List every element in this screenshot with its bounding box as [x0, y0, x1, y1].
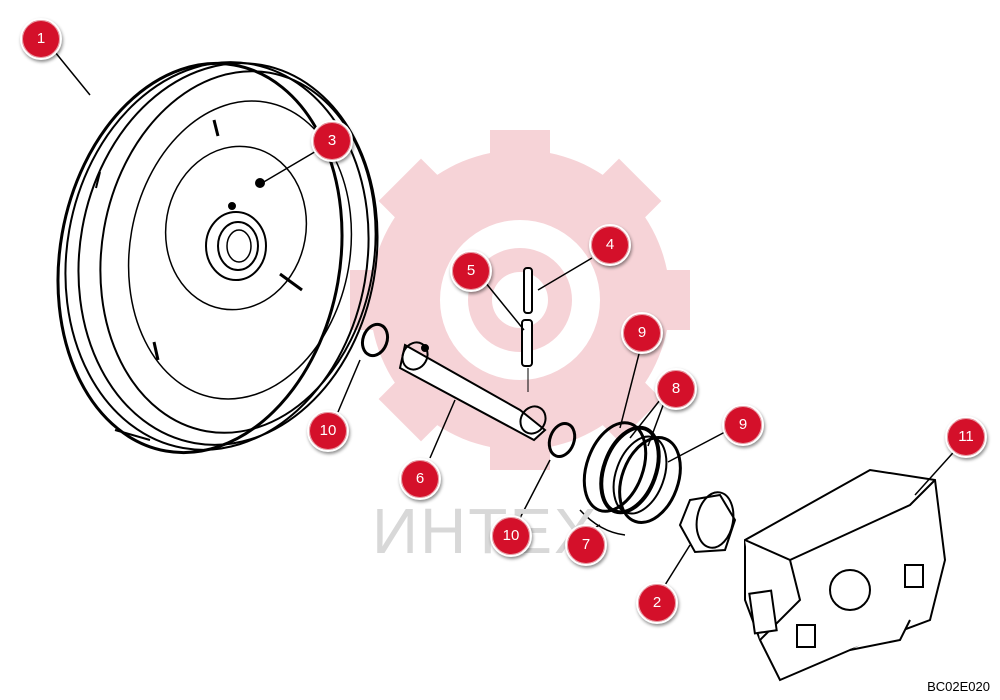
- callout-5: 5: [450, 250, 492, 292]
- bushing: [678, 491, 737, 554]
- callout-10-left: 10: [307, 410, 349, 452]
- o-ring-right: [547, 422, 577, 458]
- idler-wheel: [56, 61, 379, 455]
- pin-4: [523, 267, 533, 314]
- seal-group: [579, 421, 682, 536]
- reference-code: BC02E020: [927, 679, 990, 694]
- callout-7: 7: [565, 524, 607, 566]
- callout-11: 11: [945, 416, 987, 458]
- bracket: [744, 468, 947, 682]
- callout-9-upper-left: 9: [621, 312, 663, 354]
- watermark-text: ИНТЕХ: [372, 495, 599, 567]
- pin-5: [521, 319, 533, 367]
- shaft: [398, 341, 547, 442]
- leader-lines: [54, 51, 961, 586]
- callout-8: 8: [655, 368, 697, 410]
- callout-4: 4: [589, 224, 631, 266]
- callout-10-bottom: 10: [490, 515, 532, 557]
- callout-3: 3: [311, 120, 353, 162]
- callout-2: 2: [636, 582, 678, 624]
- callout-6: 6: [399, 458, 441, 500]
- callout-9-right: 9: [722, 404, 764, 446]
- o-ring-left: [360, 322, 390, 358]
- callout-1: 1: [20, 18, 62, 60]
